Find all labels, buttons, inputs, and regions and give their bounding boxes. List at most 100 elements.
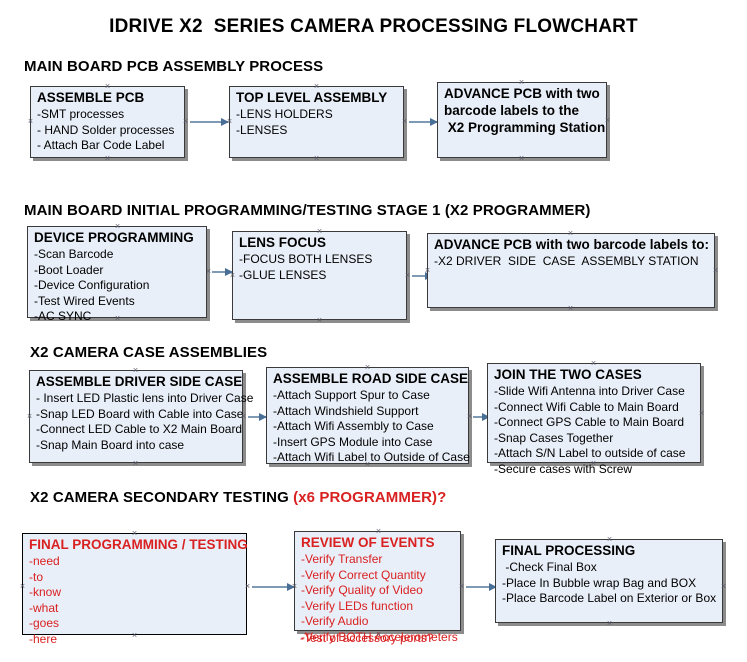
node-final-processing[interactable]: FINAL PROCESSING -Check Final Box -Place…: [495, 539, 723, 623]
node-lens-focus[interactable]: LENS FOCUS -FOCUS BOTH LENSES -GLUE LENS…: [232, 231, 407, 320]
node-join-the-two-cases[interactable]: JOIN THE TWO CASES -Slide Wifi Antenna i…: [487, 363, 701, 476]
connector-handle[interactable]: [27, 118, 34, 125]
connector-handle[interactable]: [720, 583, 727, 590]
connector-handle[interactable]: [19, 583, 26, 590]
node-line: -Place Barcode Label on Exterior or Box: [502, 591, 717, 605]
connector-handle[interactable]: [698, 410, 705, 417]
connector-handle[interactable]: [466, 413, 473, 420]
arrow-connector: [409, 117, 438, 126]
connector-handle[interactable]: [375, 631, 382, 638]
node-device-programming[interactable]: DEVICE PROGRAMMING -Scan Barcode -Boot L…: [27, 226, 207, 323]
node-line: -Slide Wifi Antenna into Driver Case: [494, 384, 685, 398]
connector-handle[interactable]: [114, 223, 121, 230]
node-line: -GLUE LENSES: [239, 267, 327, 282]
arrow-connector: [190, 117, 229, 126]
node-title: JOIN THE TWO CASES: [494, 367, 642, 382]
connector-handle[interactable]: [364, 461, 371, 468]
connector-handle[interactable]: [131, 530, 138, 537]
node-line: -Check Final Box: [502, 560, 597, 574]
connector-handle[interactable]: [364, 364, 371, 371]
connector-handle[interactable]: [313, 155, 320, 162]
connector-handle[interactable]: [606, 536, 613, 543]
connector-handle[interactable]: [244, 583, 251, 590]
connector-handle[interactable]: [518, 79, 525, 86]
node-line: -need: [29, 554, 60, 568]
node-assemble-pcb[interactable]: ASSEMBLE PCB -SMT processes - HAND Solde…: [30, 86, 185, 158]
node-line: -know: [29, 585, 62, 599]
node-title: DEVICE PROGRAMMING: [34, 230, 194, 245]
connector-handle[interactable]: [226, 118, 233, 125]
node-line: -Connect Wifi Cable to Main Board: [494, 399, 679, 414]
node-line: -Secure cases with Screw: [494, 461, 633, 476]
node-line: -Verify Transfer: [301, 552, 383, 566]
connector-handle[interactable]: [114, 315, 121, 322]
connector-handle[interactable]: [604, 117, 611, 124]
node-advance-pcb-station[interactable]: ADVANCE PCB with two barcode labels to t…: [437, 82, 607, 158]
node-line: - Attach Bar Code Label: [37, 138, 165, 152]
node-title: LENS FOCUS: [239, 235, 327, 250]
connector-handle[interactable]: [712, 267, 719, 274]
connector-handle[interactable]: [26, 413, 33, 420]
connector-handle[interactable]: [458, 583, 465, 590]
node-advance-pcb-driver-side[interactable]: ADVANCE PCB with two barcode labels to: …: [427, 233, 715, 308]
connector-handle[interactable]: [316, 228, 323, 235]
node-line: -X2 DRIVER SIDE CASE ASSEMBLY STATION: [434, 254, 699, 268]
node-final-programming-testing[interactable]: FINAL PROGRAMMING / TESTING -need -to -k…: [22, 533, 248, 646]
connector-handle[interactable]: [229, 272, 236, 279]
connector-handle[interactable]: [104, 155, 111, 162]
node-line: -LENS HOLDERS: [236, 107, 333, 121]
node-top-level-assembly[interactable]: TOP LEVEL ASSEMBLY -LENS HOLDERS -LENSES: [229, 86, 404, 158]
connector-handle[interactable]: [606, 620, 613, 627]
connector-handle[interactable]: [132, 367, 139, 374]
connector-handle[interactable]: [205, 268, 212, 275]
connector-handle[interactable]: [567, 230, 574, 237]
node-line: -Connect LED Cable to X2 Main Board: [36, 422, 243, 436]
node-title: ASSEMBLE PCB: [37, 90, 145, 105]
node-assemble-road-side-case[interactable]: ASSEMBLE ROAD SIDE CASE -Attach Support …: [266, 367, 470, 464]
node-line: -LENSES: [236, 122, 288, 137]
node-title: FINAL PROGRAMMING / TESTING: [29, 537, 248, 552]
section-heading-4: X2 CAMERA SECONDARY TESTING (x6 PROGRAMM…: [30, 489, 446, 506]
node-title: barcode labels to the: [444, 103, 580, 118]
node-line: -Boot Loader: [34, 262, 104, 277]
connector-handle[interactable]: [291, 583, 298, 590]
section-heading-1: MAIN BOARD PCB ASSEMBLY PROCESS: [24, 58, 324, 75]
connector-handle[interactable]: [132, 460, 139, 467]
connector-handle[interactable]: [131, 632, 138, 639]
connector-handle[interactable]: [590, 360, 597, 367]
node-line: -Attach Wifi Assembly to Case: [273, 419, 434, 433]
node-line: -Scan Barcode: [34, 247, 114, 261]
node-line: -Verify BOTH Accelerometers: [301, 629, 458, 644]
node-line: -FOCUS BOTH LENSES: [239, 252, 373, 266]
node-line: -what: [29, 600, 59, 615]
section-heading-3: X2 CAMERA CASE ASSEMBLIES: [30, 344, 268, 361]
node-line: - Insert LED Plastic lens into Driver Ca…: [36, 391, 254, 405]
connector-handle[interactable]: [104, 83, 111, 90]
arrow-connector: [248, 412, 267, 421]
connector-handle[interactable]: [424, 267, 431, 274]
arrow-connector: [466, 582, 497, 591]
node-title: ASSEMBLE ROAD SIDE CASE: [273, 371, 469, 386]
connector-handle[interactable]: [404, 272, 411, 279]
node-title: REVIEW OF EVENTS: [301, 535, 435, 550]
node-line: -here: [29, 631, 58, 646]
node-assemble-driver-side-case[interactable]: ASSEMBLE DRIVER SIDE CASE - Insert LED P…: [29, 370, 254, 463]
node-line: -Attach Windshield Support: [273, 403, 419, 418]
connector-handle[interactable]: [240, 413, 247, 420]
connector-handle[interactable]: [590, 460, 597, 467]
connector-handle[interactable]: [375, 528, 382, 535]
node-review-of-events[interactable]: REVIEW OF EVENTS -Verify Transfer -Verif…: [294, 531, 461, 644]
node-title: FINAL PROCESSING: [502, 543, 636, 558]
node-line: -Snap Cases Together: [494, 430, 614, 445]
connector-handle[interactable]: [518, 155, 525, 162]
node-line: -Snap Main Board into case: [36, 437, 185, 452]
node-line: -Device Configuration: [34, 278, 150, 292]
node-line: -Attach Support Spur to Case: [273, 388, 430, 402]
connector-handle[interactable]: [316, 317, 323, 324]
node-title: TOP LEVEL ASSEMBLY: [236, 90, 388, 105]
connector-handle[interactable]: [567, 305, 574, 312]
connector-handle[interactable]: [182, 118, 189, 125]
connector-handle[interactable]: [401, 118, 408, 125]
connector-handle[interactable]: [313, 83, 320, 90]
